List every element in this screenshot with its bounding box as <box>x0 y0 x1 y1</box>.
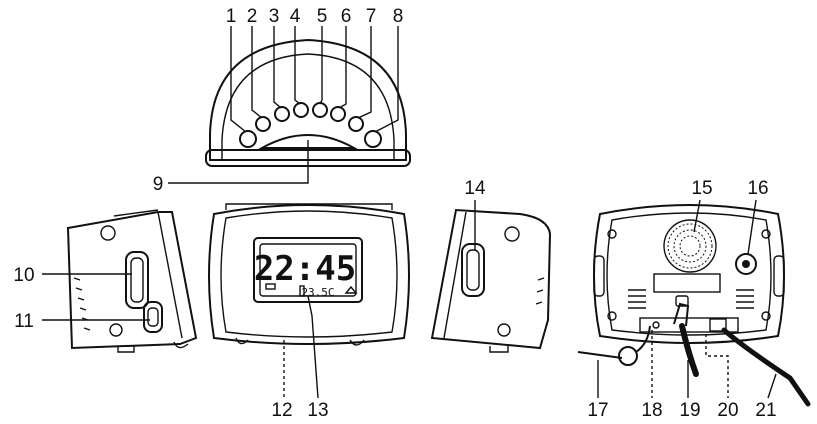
callout-12: 12 <box>271 400 292 421</box>
callout-21: 21 <box>755 400 776 421</box>
leaders-top <box>168 26 399 184</box>
right-side-view <box>430 208 552 353</box>
top-button-7 <box>348 116 364 132</box>
callout-14: 14 <box>464 178 486 199</box>
callout-15: 15 <box>691 178 712 199</box>
side-switch-11 <box>143 301 163 333</box>
callout-20: 20 <box>717 400 738 421</box>
top-button-5 <box>312 102 328 118</box>
lcd-temperature-readout: 23.5C <box>301 286 334 299</box>
callout-8: 8 <box>393 6 404 27</box>
leaders-front <box>283 295 319 399</box>
callout-9: 9 <box>153 174 164 195</box>
callout-16: 16 <box>747 178 768 199</box>
leaders-left <box>42 273 150 321</box>
callout-3: 3 <box>269 6 280 27</box>
callout-6: 6 <box>341 6 352 27</box>
callout-labels: 1 2 3 4 5 6 7 8 9 10 11 12 13 14 15 16 1… <box>13 6 776 421</box>
side-slot-10 <box>125 251 149 309</box>
callout-13: 13 <box>307 400 328 421</box>
callout-2: 2 <box>247 6 258 27</box>
callout-10: 10 <box>13 265 34 286</box>
callout-17: 17 <box>587 400 608 421</box>
top-button-4 <box>293 102 309 118</box>
top-button-3 <box>274 106 290 122</box>
callout-5: 5 <box>317 6 328 27</box>
back-cables <box>577 199 811 407</box>
front-view: 22:45 23.5C <box>208 203 410 346</box>
top-button-6 <box>330 106 346 122</box>
top-button-8 <box>364 130 382 148</box>
back-view <box>593 204 785 344</box>
callout-1: 1 <box>226 6 237 27</box>
callout-18: 18 <box>641 400 662 421</box>
lcd-panel <box>253 237 363 303</box>
side-slot-14 <box>461 243 485 297</box>
speaker-grille <box>663 219 717 273</box>
lcd-time-readout: 22:45 <box>254 249 356 289</box>
callout-4: 4 <box>290 6 301 27</box>
callout-11: 11 <box>14 311 34 332</box>
left-side-view <box>66 209 198 353</box>
top-button-1 <box>239 130 257 148</box>
callout-7: 7 <box>366 6 377 27</box>
back-knob-16 <box>735 253 757 275</box>
top-button-2 <box>255 116 271 132</box>
callout-19: 19 <box>679 400 700 421</box>
